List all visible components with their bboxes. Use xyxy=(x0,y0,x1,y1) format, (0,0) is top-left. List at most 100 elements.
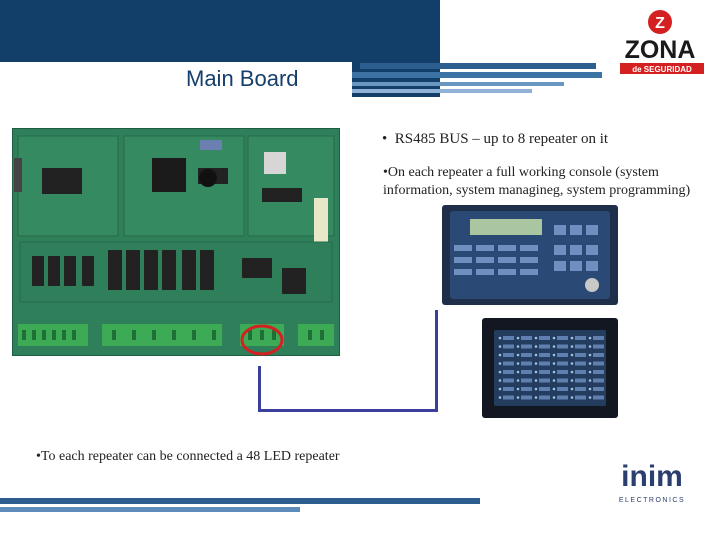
led-label-strip xyxy=(521,336,532,340)
led-indicator xyxy=(534,353,538,357)
header-stripe-4 xyxy=(352,89,532,93)
bullet-marker: • xyxy=(382,131,395,147)
zona-logo-band xyxy=(620,63,704,74)
key-lock-icon xyxy=(585,278,599,292)
led-indicator xyxy=(516,362,520,365)
led-label-strip xyxy=(503,344,514,349)
led-label-strip xyxy=(503,387,514,391)
led-label-strip xyxy=(593,336,604,340)
led-indicator xyxy=(552,345,556,348)
led-label-strip xyxy=(557,395,568,400)
bullet-text: On each repeater a full working console … xyxy=(383,165,691,198)
led-indicator xyxy=(552,387,556,391)
led-indicator xyxy=(534,362,538,365)
led-indicator xyxy=(588,353,592,357)
led-label-strip xyxy=(503,378,514,383)
led-label-strip xyxy=(593,361,604,366)
led-label-strip xyxy=(521,353,532,357)
bullet-marker: • xyxy=(36,449,41,464)
header-stripe-1 xyxy=(360,63,596,69)
led-indicator xyxy=(570,387,574,391)
led-indicator xyxy=(570,362,574,365)
led-label-strip xyxy=(521,378,532,383)
led-indicator xyxy=(498,396,502,399)
led-indicator xyxy=(534,387,538,391)
header-stripe-2 xyxy=(352,72,602,78)
led-indicator xyxy=(570,353,574,357)
repeater-console-image xyxy=(442,205,618,305)
bullet-rs485: • RS485 BUS – up to 8 repeater on it xyxy=(382,130,608,148)
led-indicator xyxy=(534,336,538,340)
led-label-strip xyxy=(575,370,586,374)
led-indicator xyxy=(570,379,574,382)
led-label-strip xyxy=(539,344,550,349)
led-indicator xyxy=(588,396,592,399)
led-indicator xyxy=(498,362,502,365)
led-label-strip xyxy=(503,395,514,400)
led-indicator xyxy=(570,336,574,340)
led-label-strip xyxy=(503,361,514,366)
led-indicator xyxy=(570,370,574,374)
led-indicator xyxy=(516,387,520,391)
led-label-strip xyxy=(593,387,604,391)
led-label-strip xyxy=(557,353,568,357)
bus-wire-right xyxy=(435,310,438,412)
bullet-text: To each repeater can be connected a 48 L… xyxy=(40,449,340,464)
led-indicator xyxy=(570,396,574,399)
rs485-highlight-circle xyxy=(240,324,284,356)
inim-logo: inim ELECTRONICS xyxy=(619,460,685,504)
led-label-strip xyxy=(557,370,568,374)
led-indicator xyxy=(552,362,556,365)
led-label-strip xyxy=(539,361,550,366)
footer-stripe-1 xyxy=(0,498,480,504)
led-indicator xyxy=(516,396,520,399)
led-label-strip xyxy=(575,336,586,340)
led-label-strip xyxy=(521,361,532,366)
led-repeater-image xyxy=(482,318,618,418)
led-indicator xyxy=(552,353,556,357)
led-label-strip xyxy=(521,387,532,391)
led-label-strip xyxy=(575,378,586,383)
led-label-strip xyxy=(503,353,514,357)
led-indicator xyxy=(588,345,592,348)
bullet-console: •On each repeater a full working console… xyxy=(383,164,703,200)
inim-logo-subtext: ELECTRONICS xyxy=(619,497,685,504)
led-label-strip xyxy=(503,370,514,374)
led-indicator xyxy=(588,387,592,391)
led-label-strip xyxy=(593,344,604,349)
led-indicator xyxy=(498,336,502,340)
bullet-text: RS485 BUS – up to 8 repeater on it xyxy=(394,131,609,147)
led-indicator xyxy=(498,345,502,348)
led-indicator xyxy=(588,379,592,382)
led-label-strip xyxy=(557,344,568,349)
led-label-strip xyxy=(575,353,586,357)
led-label-strip xyxy=(575,361,586,366)
led-indicator xyxy=(552,396,556,399)
led-indicator xyxy=(588,362,592,365)
led-indicator xyxy=(588,370,592,374)
led-indicator xyxy=(516,370,520,374)
led-indicator xyxy=(498,353,502,357)
led-label-strip xyxy=(521,344,532,349)
led-label-strip xyxy=(539,378,550,383)
bus-wire-bottom xyxy=(258,409,438,412)
led-label-strip xyxy=(575,395,586,400)
led-label-strip xyxy=(575,387,586,391)
led-indicator xyxy=(516,379,520,382)
led-indicator xyxy=(552,370,556,374)
zona-logo-text: ZONA xyxy=(625,36,696,64)
led-indicator xyxy=(552,379,556,382)
led-indicator xyxy=(570,345,574,348)
led-label-strip xyxy=(575,344,586,349)
led-indicator xyxy=(516,336,520,340)
led-label-strip xyxy=(539,387,550,391)
led-label-strip xyxy=(539,370,550,374)
led-indicator xyxy=(498,379,502,382)
led-indicator xyxy=(498,370,502,374)
led-label-strip xyxy=(557,378,568,383)
led-indicator xyxy=(552,336,556,340)
inim-logo-text: inim xyxy=(621,460,683,493)
zona-logo-emblem xyxy=(648,10,672,34)
bullet-marker: • xyxy=(383,165,388,180)
led-indicator xyxy=(588,336,592,340)
